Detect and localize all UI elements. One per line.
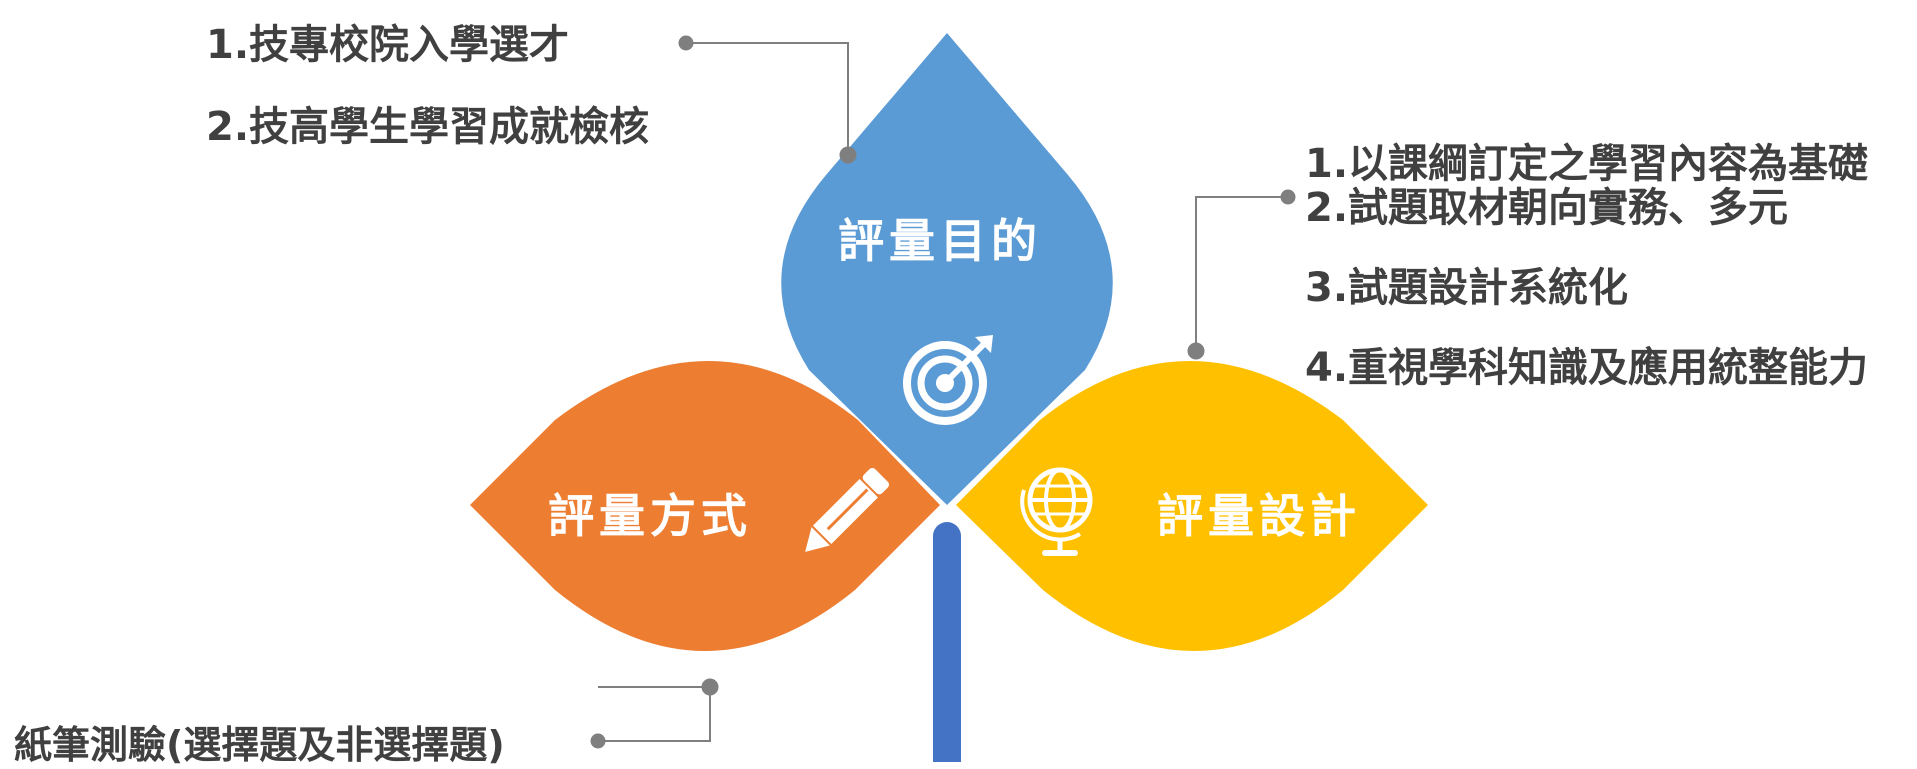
purpose-item-2: 2.技高學生學習成就檢核 — [206, 104, 650, 150]
connector-design — [1187, 189, 1296, 360]
globe-icon — [1020, 467, 1093, 556]
stem — [933, 522, 961, 762]
method-item-1: 紙筆測驗(選擇題及非選擇題) — [14, 723, 505, 767]
design-item-2: 2.試題取材朝向實務、多元 — [1305, 185, 1789, 231]
connector-method — [590, 678, 719, 749]
design-item-4: 4.重視學科知識及應用統整能力 — [1305, 345, 1869, 391]
leaf-design — [956, 361, 1428, 651]
target-icon — [903, 335, 993, 425]
design-item-1: 1.以課綱訂定之學習內容為基礎 — [1305, 141, 1869, 187]
leaf-method — [470, 361, 940, 651]
purpose-item-1: 1.技專校院入學選才 — [206, 22, 570, 68]
leaf-method-title: 評量方式 — [548, 489, 752, 543]
leaf-purpose — [781, 33, 1113, 505]
leaf-design-title: 評量設計 — [1157, 489, 1361, 543]
design-item-3: 3.試題設計系統化 — [1305, 265, 1629, 311]
leaf-purpose-title: 評量目的 — [838, 214, 1042, 268]
pencil-icon — [805, 467, 890, 552]
connector-purpose — [678, 35, 857, 164]
